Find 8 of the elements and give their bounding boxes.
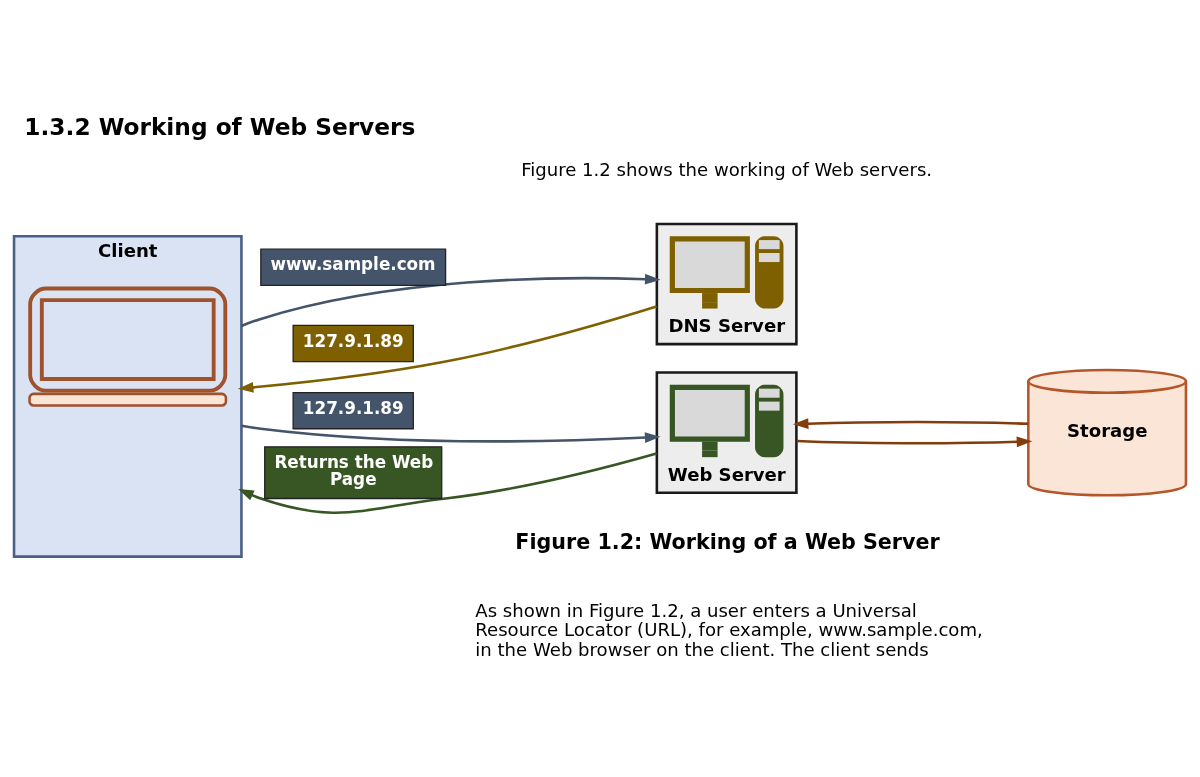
edge-label: www.sample.com — [270, 253, 436, 274]
edge-label: Returns the Web Page — [274, 451, 434, 489]
edge-label: 127.9.1.89 — [302, 330, 404, 351]
edge-label: 127.9.1.89 — [302, 397, 404, 418]
caption: Figure 1.2: Working of a Web Server — [515, 529, 940, 554]
label: Figure 1.2 shows the working of Web servers. — [521, 158, 933, 180]
label: As shown in Figure 1.2, a user enters a Universal Resource Locator (URL), for example, www.sample.com, in the Web browser on the client. The client sends — [475, 599, 983, 660]
diagram-title: 1.3.2 Working of Web Servers — [24, 112, 416, 140]
